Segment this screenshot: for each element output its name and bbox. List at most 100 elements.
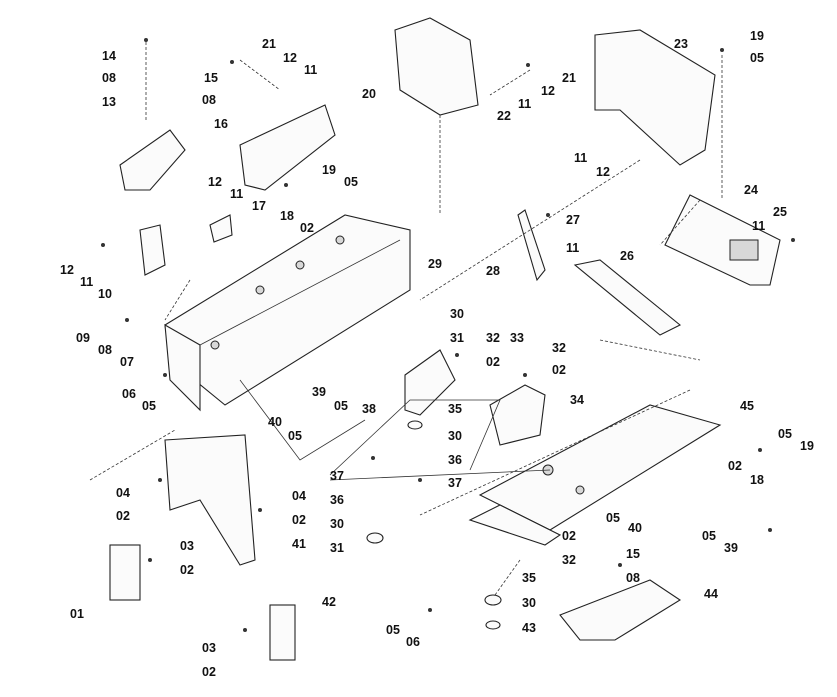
callout-05: 05: [288, 429, 302, 443]
callout-02: 02: [202, 665, 216, 679]
post-42: [269, 604, 296, 661]
plate-17: [209, 214, 233, 243]
callout-10: 10: [98, 287, 112, 301]
cover-plate-20: [239, 104, 336, 191]
callout-05: 05: [386, 623, 400, 637]
callout-22: 22: [497, 109, 511, 123]
callout-12: 12: [60, 263, 74, 277]
callout-08: 08: [626, 571, 640, 585]
callout-31: 31: [450, 331, 464, 345]
guard-22: [394, 17, 479, 116]
arm-assembly: [468, 504, 562, 546]
callout-02: 02: [552, 363, 566, 377]
callout-36: 36: [448, 453, 462, 467]
callout-18: 18: [750, 473, 764, 487]
callout-05: 05: [142, 399, 156, 413]
callout-41: 41: [292, 537, 306, 551]
callout-06: 06: [406, 635, 420, 649]
callout-05: 05: [334, 399, 348, 413]
callout-14: 14: [102, 49, 116, 63]
callout-02: 02: [292, 513, 306, 527]
callout-labels: 14 08 15 13 08 16 21 12 11 20 22 11 12 2…: [60, 29, 814, 679]
callout-08: 08: [202, 93, 216, 107]
callout-09: 09: [76, 331, 90, 345]
callout-37: 37: [448, 476, 462, 490]
callout-30: 30: [330, 517, 344, 531]
callout-16: 16: [214, 117, 228, 131]
callout-30: 30: [448, 429, 462, 443]
callout-02: 02: [180, 563, 194, 577]
callout-38: 38: [362, 402, 376, 416]
callout-05: 05: [344, 175, 358, 189]
callout-30: 30: [450, 307, 464, 321]
callout-02: 02: [300, 221, 314, 235]
bracket-10: [139, 224, 166, 276]
fasteners: [101, 38, 795, 632]
stack-parts: [366, 420, 502, 630]
callout-43: 43: [522, 621, 536, 635]
callout-07: 07: [120, 355, 134, 369]
callout-11: 11: [80, 275, 93, 289]
callout-31: 31: [330, 541, 344, 555]
callout-23: 23: [674, 37, 688, 51]
callout-11: 11: [752, 219, 765, 233]
callout-35: 35: [448, 402, 462, 416]
callout-04: 04: [292, 489, 306, 503]
callout-02: 02: [486, 355, 500, 369]
callout-39: 39: [312, 385, 326, 399]
callout-19: 19: [750, 29, 764, 43]
callout-04: 04: [116, 486, 130, 500]
callout-40: 40: [628, 521, 642, 535]
callout-33: 33: [510, 331, 524, 345]
callout-15: 15: [204, 71, 218, 85]
callout-02: 02: [116, 509, 130, 523]
callout-05: 05: [702, 529, 716, 543]
callout-12: 12: [541, 84, 555, 98]
callout-11: 11: [566, 241, 579, 255]
callout-39: 39: [724, 541, 738, 555]
callout-26: 26: [620, 249, 634, 263]
post-01: [109, 544, 141, 601]
callout-40: 40: [268, 415, 282, 429]
callout-34: 34: [570, 393, 584, 407]
arm-28: [517, 209, 546, 282]
callout-11: 11: [230, 187, 243, 201]
callout-36: 36: [330, 493, 344, 507]
callout-06: 06: [122, 387, 136, 401]
callout-15: 15: [626, 547, 640, 561]
callout-32: 32: [486, 331, 500, 345]
callout-44: 44: [704, 587, 718, 601]
callout-02: 02: [728, 459, 742, 473]
callout-21: 21: [262, 37, 276, 51]
upright-frame-23: [594, 29, 716, 166]
callout-42: 42: [322, 595, 336, 609]
callout-03: 03: [202, 641, 216, 655]
callout-01: 01: [70, 607, 84, 621]
main-frame-rail: [164, 214, 411, 412]
callout-03: 03: [180, 539, 194, 553]
callout-11: 11: [304, 63, 317, 77]
callout-13: 13: [102, 95, 116, 109]
callout-19: 19: [800, 439, 814, 453]
callout-19: 19: [322, 163, 336, 177]
callout-27: 27: [566, 213, 580, 227]
callout-45: 45: [740, 399, 754, 413]
callout-08: 08: [98, 343, 112, 357]
callout-32: 32: [552, 341, 566, 355]
callout-05: 05: [750, 51, 764, 65]
callout-05: 05: [778, 427, 792, 441]
callout-12: 12: [283, 51, 297, 65]
tray-44: [559, 579, 682, 641]
callout-30: 30: [522, 596, 536, 610]
callout-29: 29: [428, 257, 442, 271]
leader-lines: [89, 42, 723, 596]
plate-34: [489, 384, 546, 446]
callout-05: 05: [606, 511, 620, 525]
callout-11: 11: [574, 151, 587, 165]
callout-28: 28: [486, 264, 500, 278]
crossbar-26: [573, 259, 682, 336]
callout-08: 08: [102, 71, 116, 85]
column-frame: [164, 434, 256, 566]
